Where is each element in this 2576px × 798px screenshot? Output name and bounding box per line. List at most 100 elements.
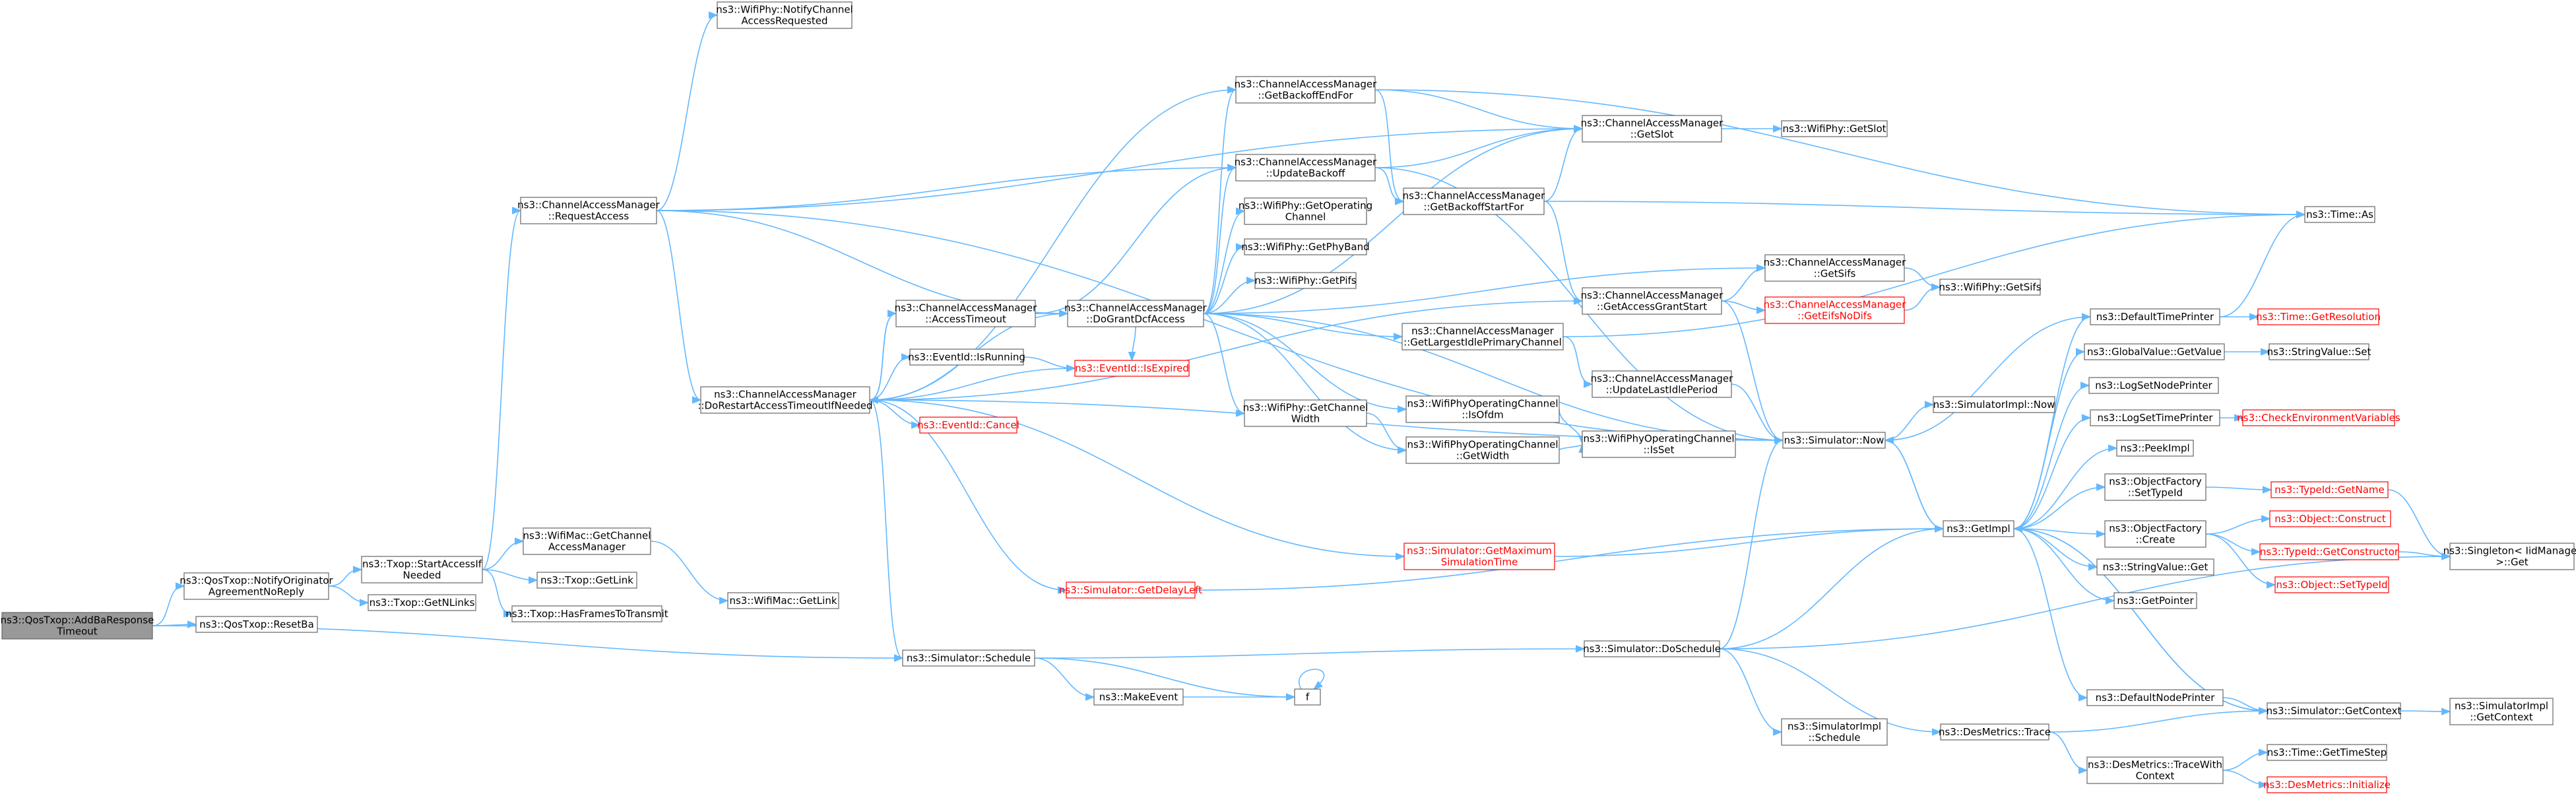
function-node[interactable]: ns3::EventId::IsExpired — [1074, 360, 1190, 377]
call-edge — [2398, 551, 2451, 560]
function-node[interactable]: ns3::WifiPhyOperatingChannel::GetWidth — [1405, 436, 1560, 464]
function-node[interactable]: ns3::EventId::Cancel — [917, 416, 1019, 434]
function-node[interactable]: ns3::MakeEvent — [1093, 688, 1184, 706]
node-label: ns3::DesMetrics::TraceWith — [2088, 759, 2222, 771]
function-node[interactable]: f — [1294, 688, 1321, 706]
node-label: ns3::Simulator::GetContext — [2267, 705, 2402, 717]
node-box — [1781, 718, 1888, 746]
node-box — [1943, 520, 2014, 537]
node-box — [717, 1, 853, 29]
function-node[interactable]: ns3::TypeId::GetConstructor — [2259, 543, 2399, 560]
node-label: ns3::WifiPhy::GetSifs — [1939, 281, 2041, 293]
function-node[interactable]: ns3::DefaultNodePrinter — [2086, 689, 2224, 706]
function-node[interactable]: ns3::WifiPhyOperatingChannel::IsSet — [1582, 430, 1736, 458]
call-edge — [869, 353, 911, 401]
call-edge — [1884, 401, 1935, 441]
function-node[interactable]: ns3::WifiPhy::GetPhyBand — [1241, 238, 1370, 255]
call-edge — [869, 399, 1405, 560]
function-node[interactable]: ns3::ChannelAccessManager::GetSlot — [1581, 115, 1723, 143]
node-box — [1, 612, 153, 640]
function-node[interactable]: ns3::ChannelAccessManager::GetEifsNoDifs — [1764, 296, 1906, 324]
function-node[interactable]: ns3::GetImpl — [1943, 520, 2014, 537]
node-label: ns3::Txop::HasFramesToTransmit — [505, 608, 668, 620]
function-node[interactable]: ns3::Object::Construct — [2269, 510, 2391, 527]
function-node[interactable]: ns3::ChannelAccessManager::UpdateLastIdl… — [1591, 370, 1733, 398]
function-node[interactable]: ns3::ObjectFactory::Create — [2104, 520, 2206, 548]
function-node[interactable]: ns3::Singleton< IidManager>::Get — [2443, 543, 2576, 570]
function-node[interactable]: ns3::DesMetrics::Trace — [1939, 723, 2051, 741]
function-node[interactable]: ns3::QosTxop::ResetBa — [195, 616, 318, 633]
function-node[interactable]: ns3::Time::GetResolution — [2256, 308, 2381, 325]
function-node[interactable]: ns3::WifiPhy::GetPifs — [1254, 272, 1357, 289]
function-node[interactable]: ns3::Txop::GetLink — [536, 572, 637, 589]
function-node[interactable]: ns3::QosTxop::NotifyOriginatorAgreementN… — [179, 572, 333, 600]
node-label: Width — [1291, 413, 1320, 425]
function-node[interactable]: ns3::Txop::GetNLinks — [368, 594, 476, 611]
node-label: ns3::LogSetTimePrinter — [2097, 412, 2213, 424]
function-node[interactable]: ns3::WifiPhy::GetSlot — [1781, 120, 1888, 137]
call-edge — [1559, 443, 1586, 453]
function-node[interactable]: ns3::EventId::IsRunning — [908, 349, 1025, 366]
function-node[interactable]: ns3::WifiPhy::NotifyChannelAccessRequest… — [716, 1, 853, 29]
call-edge — [868, 313, 897, 404]
function-node[interactable]: ns3::Time::As — [2304, 206, 2375, 223]
function-node[interactable]: ns3::CheckEnvironmentVariables — [2237, 409, 2400, 426]
function-node[interactable]: ns3::LogSetTimePrinter — [2090, 409, 2220, 426]
function-node[interactable]: ns3::ChannelAccessManager::GetBackoffEnd… — [1235, 76, 1377, 104]
function-node[interactable]: ns3::Simulator::DoSchedule — [1583, 640, 1721, 657]
function-node[interactable]: ns3::Txop::HasFramesToTransmit — [505, 605, 668, 622]
function-node[interactable]: ns3::Simulator::Now — [1782, 432, 1886, 449]
node-box — [902, 649, 1035, 667]
function-node[interactable]: ns3::Simulator::GetDelayLeft — [1059, 582, 1202, 599]
function-node[interactable]: ns3::StringValue::Set — [2267, 343, 2371, 360]
node-label: ::DoGrantDcfAccess — [1086, 314, 1185, 325]
function-node[interactable]: ns3::StringValue::Get — [2096, 558, 2214, 576]
node-box — [1940, 723, 2049, 741]
function-node[interactable]: ns3::LogSetNodePrinter — [2088, 377, 2219, 394]
function-node[interactable]: ns3::TypeId::GetName — [2270, 481, 2389, 498]
function-node[interactable]: ns3::Object::SetTypeId — [2274, 576, 2389, 593]
function-node[interactable]: ns3::ChannelAccessManager::UpdateBackoff — [1235, 154, 1377, 182]
node-label: ns3::WifiPhy::GetChannel — [1243, 402, 1368, 414]
function-node[interactable]: ns3::Simulator::GetContext — [2267, 702, 2402, 719]
node-box — [2096, 558, 2214, 576]
function-node[interactable]: ns3::PeekImpl — [2116, 440, 2194, 457]
function-node[interactable]: ns3::SimulatorImpl::Schedule — [1781, 718, 1888, 746]
function-node[interactable]: ns3::GetPointer — [2113, 592, 2197, 609]
function-node[interactable]: ns3::WifiMac::GetLink — [727, 592, 839, 609]
call-edge — [1203, 264, 1766, 314]
call-edge — [1543, 201, 2306, 218]
node-box — [195, 616, 318, 633]
function-node[interactable]: ns3::ChannelAccessManager::DoGrantDcfAcc… — [1064, 300, 1208, 327]
function-node[interactable]: ns3::WifiPhyOperatingChannel::IsOfdm — [1405, 395, 1560, 423]
function-node[interactable]: ns3::DefaultTimePrinter — [2090, 308, 2220, 325]
function-node[interactable]: ns3::SimulatorImpl::GetContext — [2449, 698, 2554, 725]
node-label: ns3::WifiPhyOperatingChannel — [1407, 398, 1558, 410]
function-node[interactable]: ns3::ObjectFactory::SetTypeId — [2104, 473, 2206, 501]
node-box — [183, 572, 329, 600]
function-node[interactable]: ns3::WifiPhy::GetSifs — [1939, 279, 2042, 296]
function-node[interactable]: ns3::ChannelAccessManager::AccessTimeout — [895, 300, 1037, 327]
call-edge — [1203, 313, 1407, 454]
function-node[interactable]: ns3::ChannelAccessManager::RequestAccess — [517, 197, 660, 224]
function-node[interactable]: ns3::Simulator::Schedule — [902, 649, 1035, 667]
function-node[interactable]: ns3::ChannelAccessManager::GetLargestIdl… — [1401, 323, 1564, 350]
function-node[interactable]: ns3::SimulatorImpl::Now — [1933, 396, 2055, 413]
call-edge — [869, 297, 1584, 401]
function-node[interactable]: ns3::ChannelAccessManager::GetAccessGran… — [1581, 287, 1723, 315]
node-label: ns3::WifiPhyOperatingChannel — [1407, 439, 1558, 451]
function-node[interactable]: ns3::ChannelAccessManager::DoRestartAcce… — [697, 386, 873, 414]
function-node[interactable]: ns3::ChannelAccessManager::GetBackoffSta… — [1403, 187, 1545, 215]
function-node[interactable]: ns3::ChannelAccessManager::GetSifs — [1764, 254, 1906, 282]
function-node[interactable]: ns3::DesMetrics::Initialize — [2263, 776, 2391, 793]
function-node[interactable]: ns3::Time::GetTimeStep — [2267, 744, 2387, 761]
node-label: ::SetTypeId — [2128, 487, 2183, 499]
function-node[interactable]: ns3::GlobalValue::GetValue — [2084, 343, 2225, 360]
